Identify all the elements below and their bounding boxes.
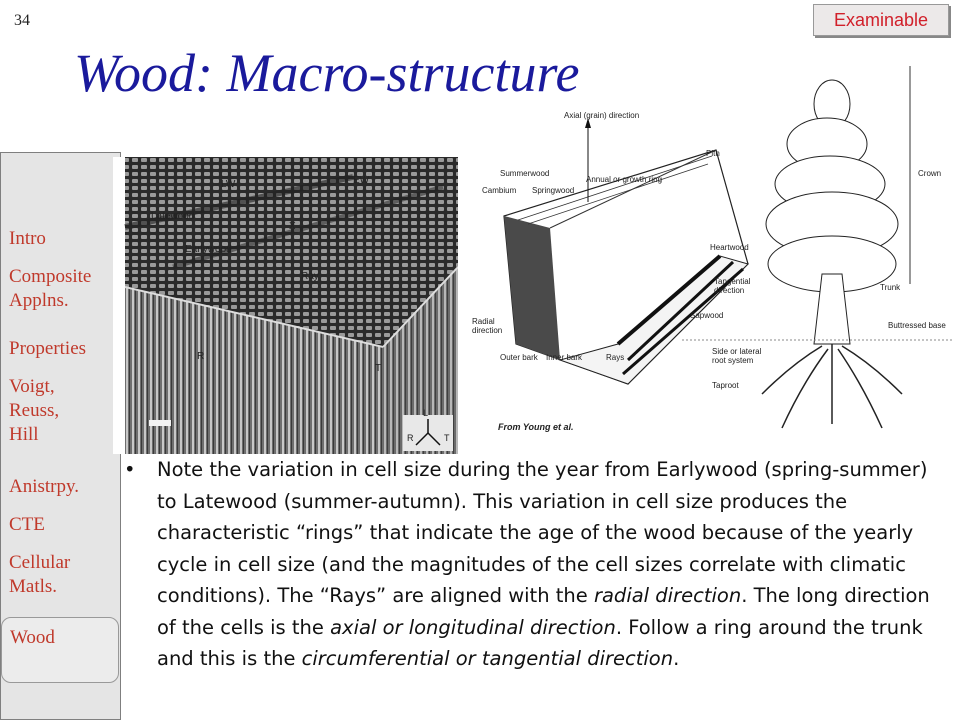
label-latewood: Latewood xyxy=(151,211,194,222)
text-part-2: . The long direction of the cells is the xyxy=(157,584,930,639)
slide-number: 34 xyxy=(14,12,30,29)
label-buttressed-base: Buttressed base xyxy=(888,321,946,330)
label-ew: EW xyxy=(353,175,370,186)
label-r: R xyxy=(197,351,204,362)
label-lw: LW xyxy=(221,179,236,190)
label-tangential: Tangential xyxy=(714,277,751,286)
label-springwood: Springwood xyxy=(532,186,574,195)
label-ray: Ray xyxy=(301,271,319,282)
emphasis-radial: radial direction xyxy=(593,584,742,607)
label-sapwood: Sapwood xyxy=(690,311,723,320)
label-earlywood: Earlywood xyxy=(185,244,232,255)
text-part-3: . Follow a ring around the trunk and thi… xyxy=(157,615,923,671)
trunk-section-image: Axial (grain) direction Pith Summerwood … xyxy=(472,111,751,432)
label-outer-bark: Outer bark xyxy=(500,353,539,362)
label-root-system: root system xyxy=(712,356,754,365)
sidebar-item-cte[interactable]: CTE xyxy=(9,514,45,535)
axis-label-t: T xyxy=(444,433,450,443)
sidebar-item-voigt-reuss-hill[interactable]: Voigt, Reuss, Hill xyxy=(9,376,60,445)
label-x: X xyxy=(289,221,296,232)
sidebar-item-composite-applns[interactable]: Composite Applns. xyxy=(9,266,92,311)
tree-diagram: Crown Trunk Buttressed base Side or late… xyxy=(682,64,954,438)
label-side-root: Side or lateral xyxy=(712,347,762,356)
label-taproot: Taproot xyxy=(712,381,739,390)
examinable-badge: Examinable xyxy=(813,4,949,36)
figure-credit: From Young et al. xyxy=(498,422,574,432)
wood-micrograph: LW EW Latewood Earlywood X Ray R T L R T xyxy=(113,157,458,454)
sidebar-item-properties[interactable]: Properties xyxy=(9,338,87,359)
bullet-text: Note the variation in cell size during t… xyxy=(157,454,934,675)
sidebar-nav: Intro Composite Applns. Properties Voigt… xyxy=(0,152,121,720)
axis-label-l: L xyxy=(423,408,428,418)
label-rays: Rays xyxy=(606,353,624,362)
label-radial: Radial xyxy=(472,317,495,326)
label-pith: Pith xyxy=(706,149,720,158)
label-cambium: Cambium xyxy=(482,186,517,195)
sidebar-item-intro[interactable]: Intro xyxy=(9,228,46,249)
label-axial: Axial (grain) direction xyxy=(564,111,639,120)
sidebar-item-wood[interactable]: Wood xyxy=(1,617,119,683)
emphasis-axial: axial or longitudinal direction xyxy=(330,615,616,639)
micrograph-image: LW EW Latewood Earlywood X Ray R T L R T xyxy=(113,157,458,454)
label-inner-bark: Inner bark xyxy=(546,353,583,362)
label-trunk: Trunk xyxy=(880,283,901,292)
slide-title: Wood: Macro-structure xyxy=(74,43,580,103)
scale-bar xyxy=(149,420,171,426)
sidebar-item-cellular-matls[interactable]: Cellular Matls. xyxy=(9,552,71,597)
label-summerwood: Summerwood xyxy=(500,169,549,178)
axis-label-r: R xyxy=(407,433,414,443)
tree-image: Crown Trunk Buttressed base Side or late… xyxy=(682,66,952,429)
label-tangential-direction: direction xyxy=(714,286,744,295)
label-heartwood: Heartwood xyxy=(710,243,749,252)
label-t: T xyxy=(375,363,381,374)
bullet-glyph: • xyxy=(124,458,136,481)
sidebar-item-anistrpy[interactable]: Anistrpy. xyxy=(9,476,80,497)
body-bullet: • Note the variation in cell size during… xyxy=(124,454,934,675)
trunk-section-diagram: Axial (grain) direction Pith Summerwood … xyxy=(458,104,776,438)
text-part-4: . xyxy=(673,647,680,670)
label-radial-direction: direction xyxy=(472,326,502,335)
text-part-1: Note the variation in cell size during t… xyxy=(157,458,928,607)
label-annual-ring: Annual or growth ring xyxy=(586,175,662,184)
label-crown: Crown xyxy=(918,169,941,178)
emphasis-tangential: circumferential or tangential direction xyxy=(301,647,674,670)
